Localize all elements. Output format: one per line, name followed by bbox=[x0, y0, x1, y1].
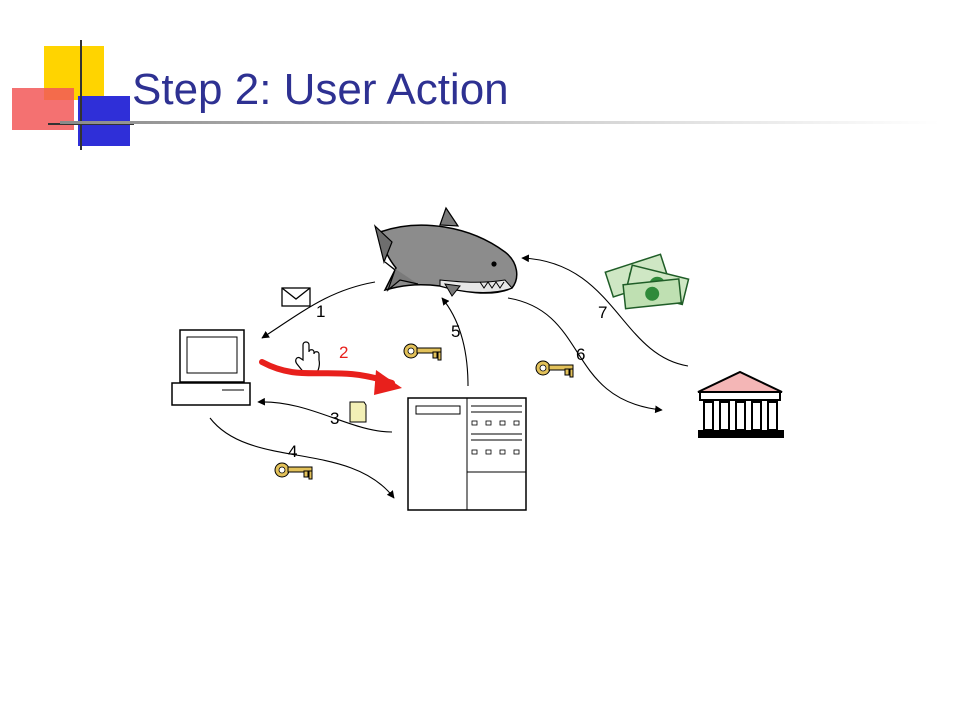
arrow-step-6 bbox=[507, 297, 663, 414]
bank-icon bbox=[697, 370, 784, 438]
arrow-step-5 bbox=[441, 297, 469, 387]
title-underline bbox=[60, 121, 940, 124]
money-icon bbox=[604, 253, 690, 310]
arrow-step-1 bbox=[261, 281, 376, 339]
arrow-step-2-head bbox=[374, 370, 402, 395]
key-icon-step-6 bbox=[535, 360, 574, 378]
arrow-step-2 bbox=[259, 359, 395, 386]
server-icon bbox=[407, 397, 527, 511]
computer-icon bbox=[171, 329, 251, 406]
arrow-step-3 bbox=[257, 397, 393, 433]
document-icon bbox=[349, 401, 367, 423]
arrow-step-4 bbox=[209, 417, 395, 499]
envelope-icon bbox=[281, 287, 311, 307]
hand-pointer-icon bbox=[295, 341, 320, 375]
step-label-2: 2 bbox=[339, 343, 348, 362]
step-label-5: 5 bbox=[451, 322, 460, 341]
step-label-1: 1 bbox=[316, 302, 325, 321]
shark-icon bbox=[373, 206, 518, 297]
arrow-step-7 bbox=[521, 254, 689, 367]
key-icon-step-5 bbox=[403, 343, 442, 361]
step-label-7: 7 bbox=[598, 303, 607, 322]
step-label-6: 6 bbox=[576, 345, 585, 364]
step-label-4: 4 bbox=[288, 442, 297, 461]
key-icon-step-4 bbox=[274, 462, 313, 480]
step-label-3: 3 bbox=[330, 409, 339, 428]
slide-title: Step 2: User Action bbox=[132, 65, 509, 114]
